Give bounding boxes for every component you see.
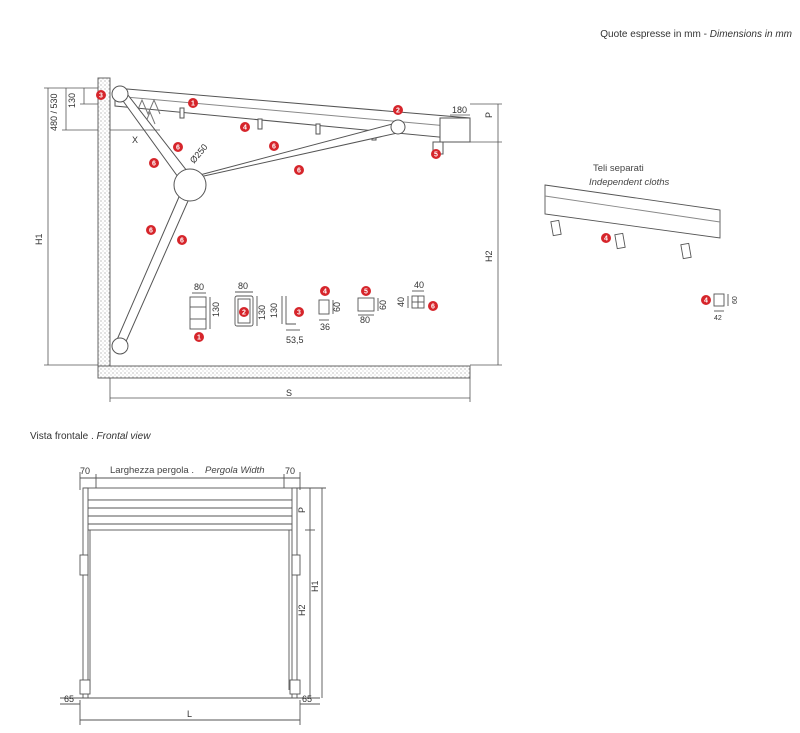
front-view — [60, 472, 326, 725]
units-note-en: Dimensions in mm — [709, 29, 792, 40]
badge-6b: 6 — [149, 158, 159, 168]
svg-text:6: 6 — [176, 145, 180, 152]
front-dim-65-left: 65 — [64, 694, 74, 704]
svg-text:6: 6 — [297, 168, 301, 175]
badge-6e: 6 — [146, 225, 156, 235]
detail-4: 60 42 4 — [701, 293, 739, 322]
badge-6d: 6 — [294, 165, 304, 175]
svg-text:1: 1 — [191, 101, 195, 108]
svg-text:60: 60 — [732, 296, 739, 304]
dim-h1: H1 — [34, 233, 44, 245]
svg-text:4: 4 — [323, 289, 327, 296]
profile-3: 130 53,5 3 — [269, 296, 304, 345]
front-dim-l: L — [187, 709, 192, 719]
dim-h2: H2 — [484, 250, 494, 262]
badge-1: 1 — [188, 98, 198, 108]
pergola-width-it: Larghezza pergola . — [110, 465, 194, 476]
svg-text:1: 1 — [197, 335, 201, 342]
dim-s: S — [286, 388, 292, 398]
dim-180: 180 — [452, 105, 467, 115]
front-dim-h1: H1 — [310, 580, 320, 592]
side-view-badges: 3 1 2 4 5 6 6 6 6 6 6 — [96, 90, 441, 245]
badge-6f: 6 — [177, 235, 187, 245]
svg-text:6: 6 — [272, 144, 276, 151]
central-hub — [173, 168, 207, 202]
cloths-title-it: Teli separati — [593, 163, 644, 174]
svg-text:5: 5 — [364, 289, 368, 296]
profile-6: 40 40 6 — [396, 280, 438, 311]
svg-text:4: 4 — [243, 125, 247, 132]
front-view-labels: Larghezza pergola . Pergola Width 70 70 … — [64, 465, 320, 719]
svg-text:6: 6 — [152, 161, 156, 168]
profile-2: 80 130 2 — [234, 281, 267, 327]
units-note-it: Quote espresse in mm — [600, 29, 701, 40]
badge-6c: 6 — [269, 141, 279, 151]
floor — [97, 365, 471, 379]
dim-p: P — [484, 112, 494, 118]
svg-text:80: 80 — [360, 315, 370, 325]
profile-5: 80 60 5 — [357, 286, 388, 325]
svg-text:2: 2 — [242, 310, 246, 317]
badge-6a: 6 — [173, 142, 183, 152]
units-note-separator: - — [700, 29, 710, 40]
front-end-cap — [439, 117, 471, 143]
dim-480-530: 480 / 530 — [49, 93, 59, 131]
wall — [97, 77, 111, 379]
front-dim-70-right: 70 — [285, 466, 295, 476]
svg-text:3: 3 — [99, 93, 103, 100]
svg-text:130: 130 — [211, 302, 221, 317]
dim-diameter: Ø250 — [188, 142, 210, 165]
svg-text:4: 4 — [704, 298, 708, 305]
svg-text:42: 42 — [714, 315, 722, 322]
svg-text:60: 60 — [332, 302, 342, 312]
front-dim-65-right: 65 — [302, 694, 312, 704]
svg-text:130: 130 — [269, 303, 279, 318]
svg-text:6: 6 — [149, 228, 153, 235]
svg-text:80: 80 — [194, 282, 204, 292]
front-view-title-it: Vista frontale . — [30, 431, 97, 442]
wall-pivot-top — [111, 85, 129, 103]
units-note: Quote espresse in mm - Dimensions in mm — [600, 29, 792, 40]
profile-1: 80 130 1 — [189, 282, 221, 342]
side-view: 480 / 530 130 X Ø250 H1 H2 P 180 S — [34, 77, 502, 402]
profiles: 80 130 1 80 130 2 130 53,5 3 — [189, 280, 438, 345]
profile-4: 36 60 4 — [318, 286, 342, 332]
pergola-width-en: Pergola Width — [205, 465, 265, 476]
side-dimension-lines — [44, 87, 502, 402]
independent-cloths: Teli separati Independent cloths 4 — [544, 163, 721, 260]
svg-text:6: 6 — [431, 304, 435, 311]
badge-5: 5 — [431, 149, 441, 159]
top-beam-inner-line — [114, 95, 471, 129]
svg-text:40: 40 — [414, 280, 424, 290]
wall-pivot-bottom — [111, 337, 129, 355]
svg-text:5: 5 — [434, 152, 438, 159]
front-dim-70-left: 70 — [80, 466, 90, 476]
svg-text:2: 2 — [396, 108, 400, 115]
badge-3: 3 — [96, 90, 106, 100]
svg-text:3: 3 — [297, 310, 301, 317]
svg-text:40: 40 — [396, 297, 406, 307]
svg-text:4: 4 — [604, 236, 608, 243]
front-view-title: Vista frontale . Frontal view — [30, 431, 150, 442]
svg-text:53,5: 53,5 — [286, 335, 304, 345]
badge-4: 4 — [240, 122, 250, 132]
svg-text:80: 80 — [238, 281, 248, 291]
svg-text:36: 36 — [320, 322, 330, 332]
front-dim-h2: H2 — [297, 604, 307, 616]
svg-text:6: 6 — [180, 238, 184, 245]
cloths-title-en: Independent cloths — [589, 177, 670, 188]
svg-text:130: 130 — [257, 305, 267, 320]
front-view-title-en: Frontal view — [96, 431, 151, 442]
dim-x: X — [132, 135, 138, 145]
front-pivot — [390, 119, 406, 135]
front-dim-p: P — [297, 507, 307, 513]
badge-2: 2 — [393, 105, 403, 115]
svg-text:60: 60 — [378, 300, 388, 310]
top-beam — [114, 87, 471, 141]
dim-130: 130 — [67, 93, 77, 108]
